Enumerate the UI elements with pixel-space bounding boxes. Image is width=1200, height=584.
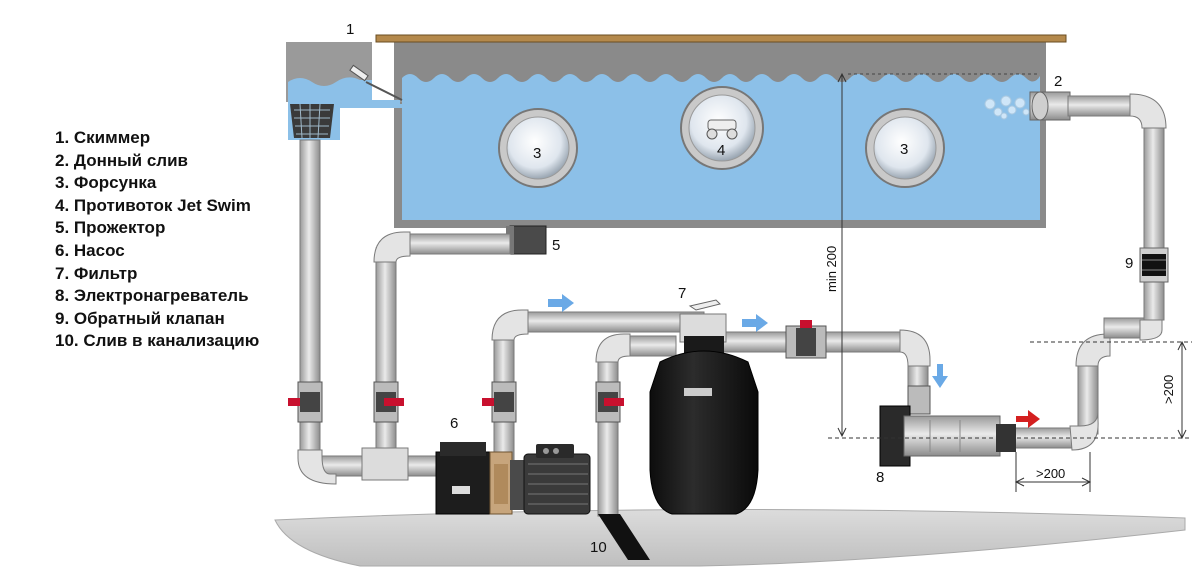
legend: 1. Скиммер 2. Донный слив 3. Форсунка 4.… [55,127,259,353]
dimension-lines [828,72,1192,492]
nozzle-right-icon [865,108,945,188]
check-valve [1139,247,1169,283]
legend-item-light: 5. Прожектор [55,218,166,238]
dim-min-height: min 200 [824,246,839,292]
valve-skimmer [288,381,323,423]
legend-item-filter: 7. Фильтр [55,263,138,283]
valve-sewer [595,381,624,423]
sewer-drain [598,514,650,560]
callout-heater: 8 [876,469,884,486]
callout-sewer: 10 [590,539,607,556]
valve-pump [482,381,517,423]
dim-heater-rise: >200 [1161,375,1176,404]
skimmer-flap [349,64,369,82]
light-fitting [509,225,547,255]
arrow-right-red-icon [1016,410,1040,428]
nozzle-left-icon [498,108,578,188]
dim-heater-run: >200 [1036,466,1065,481]
callout-light: 5 [552,237,560,254]
legend-item-jet-swim: 4. Противоток Jet Swim [55,195,251,215]
valve-light [373,381,404,423]
legend-item-nozzle: 3. Форсунка [55,173,157,193]
pump [435,442,591,515]
filter [649,299,759,515]
callout-check-valve: 9 [1125,255,1133,272]
legend-item-pump: 6. Насос [55,240,125,260]
arrow-right-icon [548,294,574,312]
arrow-down-icon [932,364,948,388]
callout-filter: 7 [678,285,686,302]
jet-swim-icon [680,86,764,170]
callout-nozzle-right: 3 [900,141,908,158]
arrow-right-icon [742,314,768,332]
skimmer-basket [290,104,334,138]
callout-skimmer: 1 [346,21,354,38]
legend-item-skimmer: 1. Скиммер [55,128,151,147]
callout-jet-swim: 4 [717,142,725,159]
valve-filter-out [785,320,827,359]
legend-item-check-valve: 9. Обратный клапан [55,308,225,328]
heater [879,385,1016,467]
callout-pump: 6 [450,415,458,432]
callout-nozzle-left: 3 [533,145,541,162]
pool-deck [375,34,1067,43]
bubbles [984,95,1030,120]
ground [274,508,1186,567]
legend-item-heater: 8. Электронагреватель [55,286,249,306]
skimmer [286,42,403,140]
callout-bottom-drain: 2 [1054,73,1062,90]
legend-item-sewer-drain: 10. Слив в канализацию [55,331,260,351]
legend-item-bottom-drain: 2. Донный слив [55,150,188,170]
flow-arrows [548,294,1040,428]
